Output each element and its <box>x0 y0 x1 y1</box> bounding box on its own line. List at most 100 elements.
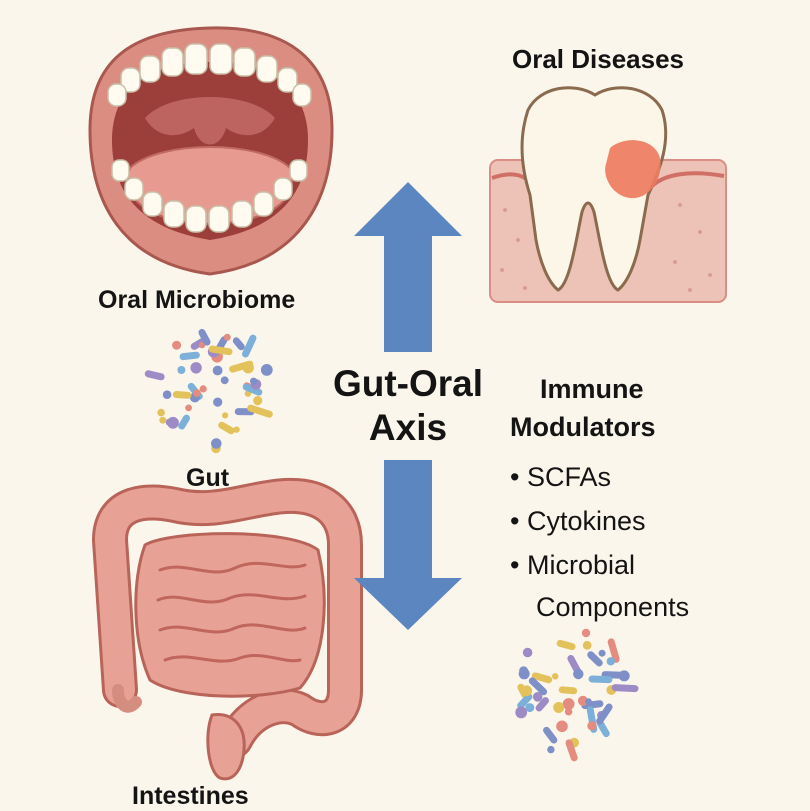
bacterium <box>213 397 223 407</box>
small-intestine-folds <box>156 561 307 663</box>
axis-title-line1: Gut-Oral <box>332 363 484 404</box>
rectum <box>206 713 246 781</box>
modulator-item-scfas: • SCFAs <box>510 462 611 492</box>
bacterium <box>253 396 263 406</box>
bacterium <box>242 334 257 358</box>
bacterium <box>198 341 206 349</box>
bacterium <box>581 628 591 638</box>
bacterium <box>242 383 263 396</box>
bacterium <box>588 675 613 684</box>
bacterium <box>556 639 576 651</box>
bacterium <box>222 412 229 419</box>
bacterium <box>547 745 555 754</box>
bacterium <box>177 366 186 374</box>
bacterium <box>232 337 245 351</box>
bacterium <box>531 672 553 684</box>
bacterium <box>198 328 211 346</box>
bacterium <box>178 414 190 430</box>
bacterium <box>193 389 201 397</box>
soft-palate <box>145 97 275 145</box>
bacterium <box>577 695 588 706</box>
bacterium <box>525 703 535 713</box>
bacterium <box>543 726 558 744</box>
bacterium <box>551 673 559 680</box>
large-intestine-fill <box>95 480 360 755</box>
bacterium <box>179 351 200 361</box>
intestines-label: Intestines <box>132 782 249 810</box>
bacterium <box>587 721 597 731</box>
immune-modulators-heading: Immune Modulators <box>510 370 656 446</box>
modulator-item-cytokines: • Cytokines <box>510 506 646 536</box>
bacterium <box>519 666 528 675</box>
bacterium <box>556 720 568 733</box>
bacterium <box>185 404 193 412</box>
gut-label: Gut <box>186 464 230 492</box>
bacterium <box>233 426 240 433</box>
bacterium <box>212 365 223 376</box>
bacterium <box>607 638 620 663</box>
bacterium <box>611 684 639 693</box>
bacterium <box>553 702 565 713</box>
bacterium <box>162 390 172 400</box>
bacterium <box>565 739 578 762</box>
bacterium <box>229 360 254 373</box>
bacterium <box>172 340 182 350</box>
gum-speckles <box>500 203 712 292</box>
bacterium <box>573 668 584 680</box>
bacterium <box>517 693 533 709</box>
bacterium <box>535 697 550 712</box>
bacterium <box>528 677 548 696</box>
bacterium <box>522 647 533 658</box>
bacterium <box>596 703 613 725</box>
bacterium <box>167 416 179 429</box>
bacterium <box>218 421 235 435</box>
modulator-item-components: Components <box>536 592 690 622</box>
oral-microbiome-label: Oral Microbiome <box>98 286 296 314</box>
bacterium <box>199 385 207 393</box>
bacterium <box>159 416 167 424</box>
bacterium <box>585 698 592 705</box>
bacterium <box>172 390 192 399</box>
bacterium <box>532 692 543 702</box>
bacterium <box>223 333 231 341</box>
axis-title: Gut-Oral Axis <box>318 362 498 450</box>
modulator-text: SCFAs <box>526 462 611 492</box>
bacterium <box>157 408 165 417</box>
bacterium <box>190 362 202 374</box>
bacterium <box>260 364 273 376</box>
upper-teeth <box>107 43 312 107</box>
bacterium <box>250 377 258 385</box>
bacterium <box>211 438 222 449</box>
modulator-text: Microbial <box>526 550 635 580</box>
immune-heading-line2: Modulators <box>510 412 656 442</box>
immune-heading-line1: Immune <box>540 374 644 404</box>
bacterium <box>606 657 615 666</box>
bacterium <box>208 345 233 356</box>
modulator-text: Cytokines <box>526 506 646 536</box>
lower-teeth <box>111 159 308 233</box>
modulator-item-microbial: • Microbial <box>510 550 635 580</box>
bacterium <box>562 698 575 710</box>
axis-title-line2: Axis <box>368 407 448 448</box>
bacterium <box>582 640 592 650</box>
bacterium <box>587 651 603 667</box>
bacterium <box>564 707 573 716</box>
bacterium <box>220 376 229 385</box>
bacterium <box>558 686 578 695</box>
bacterium <box>247 404 273 418</box>
oral-diseases-label: Oral Diseases <box>512 44 685 74</box>
decay-spot <box>605 140 661 199</box>
tooth-crown <box>520 86 668 292</box>
bacterium <box>521 685 533 697</box>
appendix <box>112 684 142 713</box>
bacterium <box>515 706 528 719</box>
bacterium <box>598 649 606 657</box>
bacterium <box>144 370 165 381</box>
